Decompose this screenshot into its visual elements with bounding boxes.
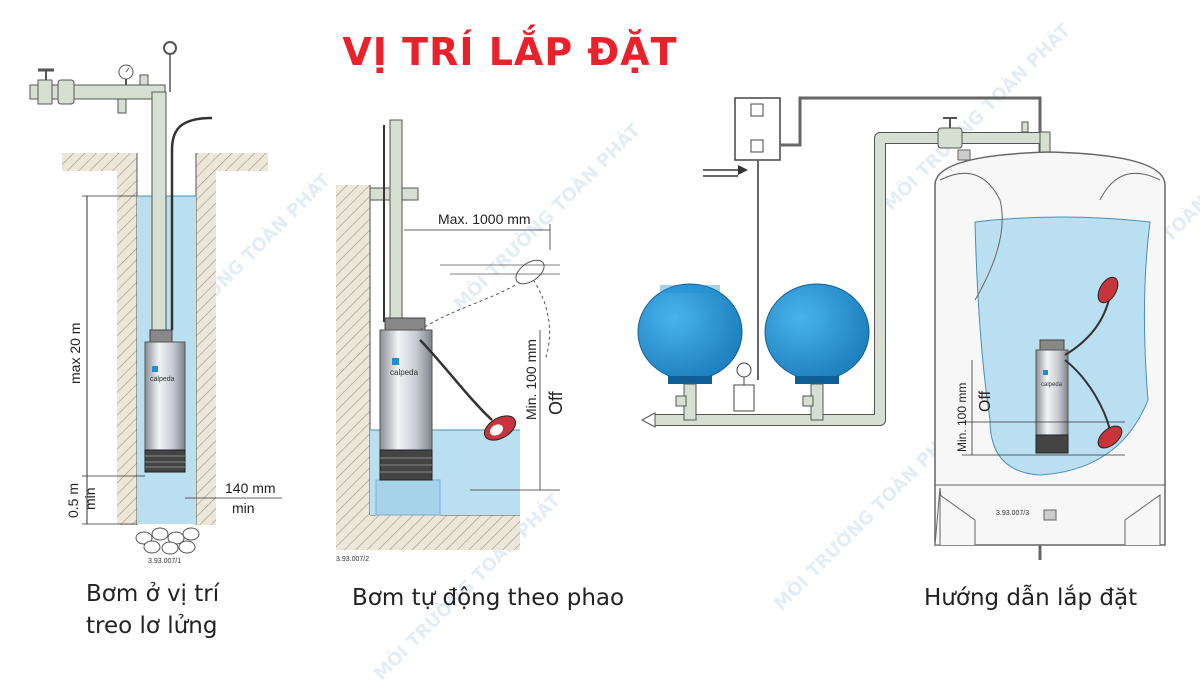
brand-label: calpeda xyxy=(390,368,419,377)
brand-label: calpeda xyxy=(150,376,175,383)
drawing-code: 3.93.007/2 xyxy=(336,556,369,563)
power-cable xyxy=(170,116,213,330)
well-wall-left xyxy=(117,153,137,525)
basin-floor xyxy=(336,515,520,550)
brand-label: calpeda xyxy=(1041,382,1063,388)
float-cable xyxy=(419,339,493,421)
installation-diagram: calpeda Min. 100 mm Off 3.93.007/3 xyxy=(637,96,1166,560)
pressure-switch xyxy=(733,384,755,412)
outlet-arrow xyxy=(640,412,656,428)
max-depth-label: max 20 m xyxy=(67,323,83,384)
min-level-label: Min. 100 mm xyxy=(523,339,539,420)
pressure-tank xyxy=(637,283,743,421)
float-switch-low xyxy=(483,415,517,441)
basin-wall xyxy=(336,185,370,550)
min-width-sub: min xyxy=(232,500,255,516)
off-label: Off xyxy=(977,390,994,412)
riser-pipe xyxy=(389,119,403,321)
float-switch-high xyxy=(515,259,545,285)
caption-install: Hướng dẫn lắp đặt xyxy=(924,585,1138,611)
valve xyxy=(57,79,75,105)
submersible-pump: calpeda xyxy=(379,317,433,481)
ground-left xyxy=(62,153,117,171)
min-width-label: 140 mm xyxy=(225,480,276,496)
off-label: Off xyxy=(546,390,566,415)
page-title: VỊ TRÍ LẮP ĐẶT xyxy=(342,30,678,74)
caption-float: Bơm tự động theo phao xyxy=(352,585,625,611)
max-cable-label: Max. 1000 mm xyxy=(438,211,531,227)
well-wall-right xyxy=(196,153,216,525)
float-switch-low xyxy=(1097,425,1123,449)
gate-valve xyxy=(937,127,963,149)
pressure-gauge xyxy=(736,362,752,378)
riser-pipe xyxy=(151,91,167,338)
pressure-tank xyxy=(764,283,870,421)
min-depth-label: 0.5 m xyxy=(65,483,81,518)
submersible-pump: calpeda xyxy=(144,329,186,473)
min-depth-sub: min xyxy=(82,487,98,510)
float-switch-high xyxy=(1097,276,1119,304)
drawing-code: 3.93.007/3 xyxy=(996,510,1029,517)
submersible-pump: calpeda xyxy=(1035,339,1069,454)
min-level-label: Min. 100 mm xyxy=(955,383,969,452)
gravel-bed xyxy=(135,527,200,555)
drawing-code: 3.93.007/1 xyxy=(148,558,181,565)
float-switch-diagram: calpeda Max. 1000 mm Min. 100 mm Off 3.9… xyxy=(336,119,566,563)
suspended-pump-diagram: calpeda max 20 m 0.5 m min 140 mm min 3.… xyxy=(29,41,282,565)
caption-suspended: Bơm ở vị trí treo lơ lửng xyxy=(86,581,220,639)
